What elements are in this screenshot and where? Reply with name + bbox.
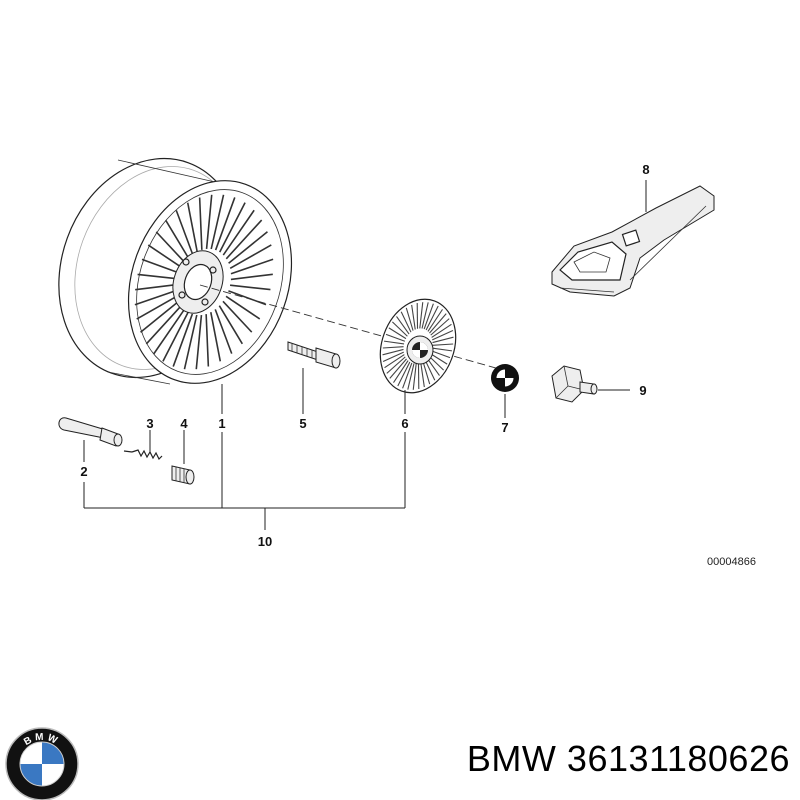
callout-3: 3: [146, 416, 153, 431]
wheel-rim-drawing: [58, 157, 293, 385]
hub-cap-drawing: [379, 298, 457, 394]
logo-lettering: BMW: [22, 732, 58, 748]
valve-cap-drawing: [171, 465, 195, 485]
leader-lines: [83, 180, 647, 530]
wrench-tool-drawing: [551, 185, 715, 297]
part-brand: BMW: [466, 738, 557, 779]
part-title: BMW 36131180626: [410, 738, 790, 780]
svg-text:BMW: BMW: [22, 732, 61, 748]
emblem-drawing: [491, 364, 519, 392]
part-number: 36131180626: [566, 738, 790, 779]
callout-2: 2: [80, 464, 87, 479]
callout-7: 7: [501, 420, 508, 435]
callout-10: 10: [258, 534, 272, 549]
drawing-code: 00004866: [707, 556, 756, 568]
callout-4: 4: [180, 416, 188, 431]
callout-6: 6: [401, 416, 408, 431]
valve-core-drawing: [123, 449, 163, 461]
callout-1: 1: [218, 416, 225, 431]
wheel-bolt-drawing: [287, 341, 341, 369]
callout-5: 5: [299, 416, 306, 431]
assembly-axis-line: [199, 284, 511, 373]
callout-8: 8: [642, 162, 649, 177]
callout-9: 9: [639, 383, 646, 398]
adapter-nut-drawing: [551, 365, 598, 403]
bmw-logo-icon: BMW: [5, 727, 79, 800]
valve-drawing: [58, 417, 123, 447]
wheel-spokes: [134, 194, 274, 370]
